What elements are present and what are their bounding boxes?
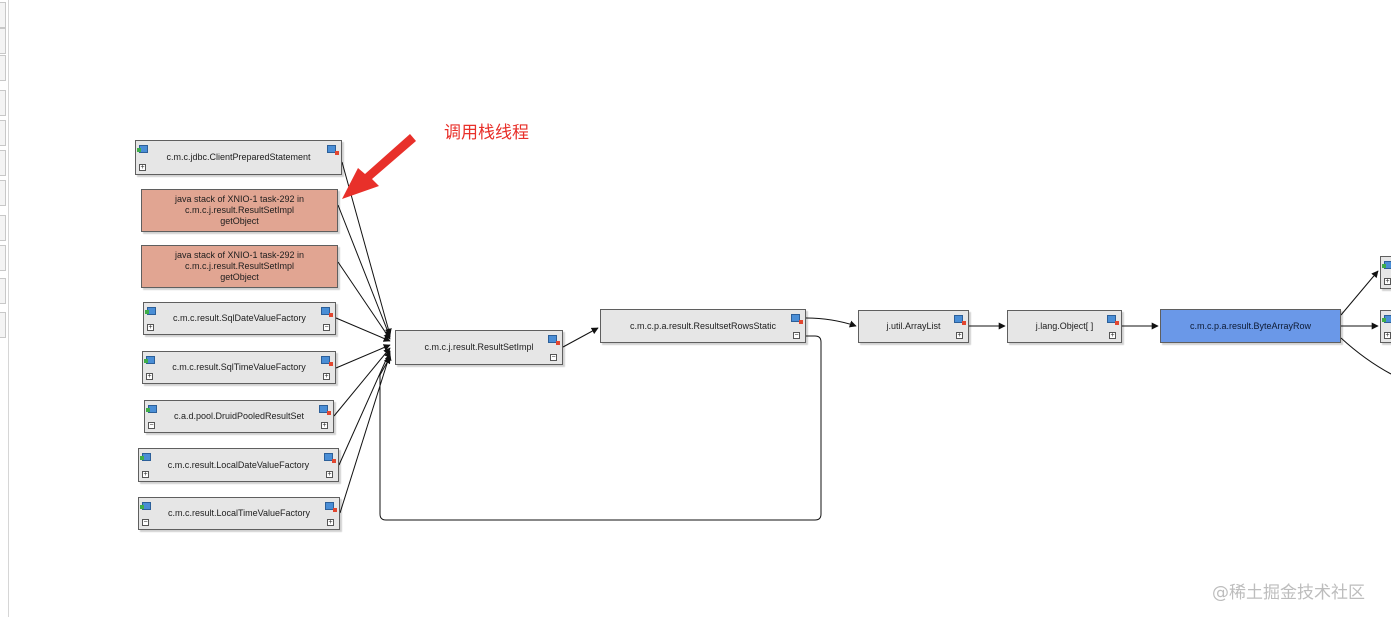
node-label: java stack of XNIO-1 task-292 in c.m.c.j… bbox=[174, 194, 305, 226]
gutter-tab[interactable] bbox=[0, 278, 6, 304]
gutter-tab[interactable] bbox=[0, 90, 6, 116]
annotation-arrow bbox=[342, 134, 416, 199]
node-object-array[interactable]: + j.lang.Object[ ] bbox=[1007, 310, 1122, 343]
node-offscreen-child[interactable]: + bbox=[1380, 310, 1391, 343]
node-label: c.m.c.result.LocalDateValueFactory bbox=[167, 459, 310, 470]
node-client-prepared-statement[interactable]: + c.m.c.jdbc.ClientPreparedStatement bbox=[135, 140, 342, 175]
expand-icon[interactable]: + bbox=[147, 324, 154, 331]
class-icon bbox=[548, 335, 560, 345]
class-icon bbox=[321, 356, 333, 366]
gutter-tab[interactable] bbox=[0, 28, 6, 54]
node-label: j.lang.Object[ ] bbox=[1035, 321, 1094, 331]
node-label: j.util.ArrayList bbox=[886, 321, 941, 331]
node-druid-pooled-result-set[interactable]: − + c.a.d.pool.DruidPooledResultSet bbox=[144, 400, 334, 433]
class-icon bbox=[1382, 261, 1391, 269]
node-java-stack-thread-2[interactable]: java stack of XNIO-1 task-292 in c.m.c.j… bbox=[141, 245, 338, 288]
gutter-tab[interactable] bbox=[0, 2, 6, 28]
node-result-set-impl[interactable]: − c.m.c.j.result.ResultSetImpl bbox=[395, 330, 563, 365]
collapse-icon[interactable]: − bbox=[323, 324, 330, 331]
gutter-divider bbox=[8, 0, 9, 617]
expand-icon[interactable]: + bbox=[1384, 332, 1391, 339]
edge-rows-static-loop-back bbox=[379, 335, 822, 521]
edge-rows-static-to-array-list bbox=[805, 317, 857, 328]
node-label: c.a.d.pool.DruidPooledResultSet bbox=[173, 411, 305, 421]
gutter-tab[interactable] bbox=[0, 120, 6, 146]
edge-java-stack-2 bbox=[337, 261, 391, 340]
collapse-icon[interactable]: − bbox=[793, 332, 800, 339]
class-icon bbox=[319, 405, 331, 415]
watermark: @稀土掘金技术社区 bbox=[1212, 583, 1365, 603]
class-icon bbox=[324, 453, 336, 463]
class-icon bbox=[954, 315, 966, 325]
gutter-tab[interactable] bbox=[0, 180, 6, 206]
collapse-icon[interactable]: − bbox=[148, 422, 155, 429]
collapse-icon[interactable]: − bbox=[142, 519, 149, 526]
node-sql-date-value-factory[interactable]: + − c.m.c.result.SqlDateValueFactory bbox=[143, 302, 336, 335]
edge-druid-pooled-result-set bbox=[333, 347, 391, 417]
node-label: c.m.c.result.SqlTimeValueFactory bbox=[172, 362, 306, 372]
class-icon bbox=[327, 145, 339, 155]
class-icon bbox=[1382, 315, 1391, 323]
node-label: c.m.c.result.LocalTimeValueFactory bbox=[167, 508, 311, 518]
edge-local-date-value-factory bbox=[338, 350, 391, 466]
gutter-tab[interactable] bbox=[0, 245, 6, 271]
class-icon bbox=[137, 145, 148, 153]
annotation-label: 调用栈线程 bbox=[444, 123, 529, 143]
expand-icon[interactable]: + bbox=[323, 373, 330, 380]
node-local-time-value-factory[interactable]: − + c.m.c.result.LocalTimeValueFactory bbox=[138, 497, 340, 530]
node-java-stack-thread-1[interactable]: java stack of XNIO-1 task-292 in c.m.c.j… bbox=[141, 189, 338, 232]
expand-icon[interactable]: + bbox=[139, 164, 146, 171]
class-icon bbox=[1107, 315, 1119, 325]
expand-icon[interactable]: + bbox=[327, 519, 334, 526]
node-label: c.m.c.result.SqlDateValueFactory bbox=[173, 313, 306, 323]
expand-icon[interactable]: + bbox=[1384, 278, 1391, 285]
node-label: java stack of XNIO-1 task-292 in c.m.c.j… bbox=[174, 250, 305, 282]
class-icon bbox=[140, 453, 151, 461]
class-icon bbox=[144, 356, 155, 364]
gutter-tab[interactable] bbox=[0, 55, 6, 81]
left-gutter bbox=[0, 0, 9, 617]
edge-result-set-impl-to-rows-static bbox=[562, 327, 599, 348]
class-icon bbox=[321, 307, 333, 317]
gutter-tab[interactable] bbox=[0, 312, 6, 338]
node-resultset-rows-static[interactable]: − c.m.c.p.a.result.ResultsetRowsStatic bbox=[600, 309, 806, 343]
edge-byte-array-row-up bbox=[1340, 270, 1379, 316]
edge-sql-date-value-factory bbox=[335, 317, 391, 342]
node-label: c.m.c.p.a.result.ResultsetRowsStatic bbox=[629, 320, 777, 331]
expand-icon[interactable]: + bbox=[321, 422, 328, 429]
edge-byte-array-row-down bbox=[1340, 337, 1391, 375]
expand-icon[interactable]: + bbox=[326, 471, 333, 478]
edge-java-stack-1 bbox=[337, 204, 391, 338]
class-icon bbox=[325, 502, 337, 512]
expand-icon[interactable]: + bbox=[146, 373, 153, 380]
expand-icon[interactable]: + bbox=[1109, 332, 1116, 339]
node-label: c.m.c.jdbc.ClientPreparedStatement bbox=[166, 152, 311, 162]
class-icon bbox=[791, 314, 803, 324]
gutter-tab[interactable] bbox=[0, 150, 6, 176]
node-sql-time-value-factory[interactable]: + + c.m.c.result.SqlTimeValueFactory bbox=[142, 351, 336, 384]
gutter-tab[interactable] bbox=[0, 215, 6, 241]
class-icon bbox=[145, 307, 156, 315]
node-offscreen-child[interactable]: + bbox=[1380, 256, 1391, 289]
edge-sql-time-value-factory bbox=[335, 344, 391, 369]
edge-local-time-value-factory bbox=[339, 353, 392, 514]
node-array-list[interactable]: + j.util.ArrayList bbox=[858, 310, 969, 343]
class-icon bbox=[146, 405, 157, 413]
expand-icon[interactable]: + bbox=[956, 332, 963, 339]
node-label: c.m.c.j.result.ResultSetImpl bbox=[424, 342, 534, 352]
expand-icon[interactable]: + bbox=[142, 471, 149, 478]
collapse-icon[interactable]: − bbox=[550, 354, 557, 361]
node-byte-array-row[interactable]: c.m.c.p.a.result.ByteArrayRow bbox=[1160, 309, 1341, 343]
node-label: c.m.c.p.a.result.ByteArrayRow bbox=[1189, 320, 1312, 331]
node-local-date-value-factory[interactable]: + + c.m.c.result.LocalDateValueFactory bbox=[138, 448, 339, 482]
class-icon bbox=[140, 502, 151, 510]
